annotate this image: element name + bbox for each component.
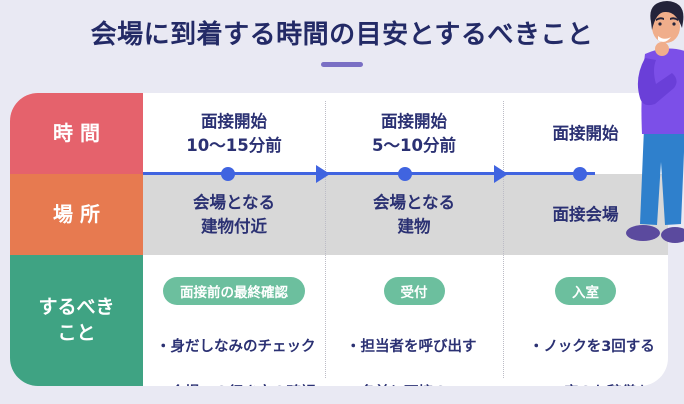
smile	[658, 36, 671, 42]
shoe	[626, 225, 660, 241]
row-time: 面接開始 10〜15分前 面接開始 5〜10分前 面接開始 時 間	[10, 93, 668, 174]
eye	[672, 22, 676, 26]
hair	[650, 1, 684, 30]
todo-item: ・身だしなみのチェック	[156, 339, 316, 355]
timeline-line	[143, 172, 595, 175]
timeline-dot	[398, 167, 412, 181]
todo-column-1: 面接前の最終確認 ・身だしなみのチェック ・会場への行き方の確認 ・想定回答の見…	[143, 255, 325, 386]
time-cell-1: 面接開始 10〜15分前	[186, 111, 282, 155]
hand	[655, 42, 669, 56]
todo-item: ・名前と面接の 開始時刻を申し出る	[346, 382, 503, 386]
schedule-card: 面接開始 10〜15分前 面接開始 5〜10分前 面接開始 時 間 会場となる …	[10, 93, 668, 386]
place-cell-1: 会場となる 建物付近	[192, 192, 275, 236]
todo-item: ・30度のお辞儀をして 椅子の横に立つ	[529, 382, 668, 386]
timeline-arrow-icon	[316, 165, 330, 183]
todo-list: ・ノックを3回する ・30度のお辞儀をして 椅子の横に立つ	[503, 313, 668, 386]
row-header-todo: するべき こと	[10, 255, 143, 386]
thinking-person-illustration	[626, 1, 684, 243]
eye	[658, 22, 662, 26]
todo-badge-reception: 受付	[383, 277, 445, 305]
todo-item: ・会場への行き方の確認	[156, 382, 325, 386]
row-place: 会場となる 建物付近 会場となる 建物 面接会場 場 所	[10, 174, 668, 255]
column-separator	[503, 101, 504, 378]
column-separator	[325, 101, 326, 378]
brow	[656, 17, 664, 21]
timeline-arrow-icon	[494, 165, 508, 183]
row-header-place: 場 所	[10, 174, 143, 255]
jeans	[640, 128, 684, 225]
timeline-dot	[573, 167, 587, 181]
time-cell-3: 面接開始	[552, 123, 619, 143]
todo-item: ・ノックを3回する	[529, 339, 655, 355]
row-todo: 面接前の最終確認 ・身だしなみのチェック ・会場への行き方の確認 ・想定回答の見…	[10, 255, 668, 386]
todo-column-2: 受付 ・担当者を呼び出す ・名前と面接の 開始時刻を申し出る	[325, 255, 503, 386]
arm	[637, 58, 677, 106]
todo-item: ・担当者を呼び出す	[346, 339, 477, 355]
title-accent-dash	[321, 62, 363, 67]
shoe	[661, 227, 684, 243]
todo-badge-final-check: 面接前の最終確認	[163, 277, 305, 305]
page-title: 会場に到着する時間の目安とするべきこと	[90, 20, 594, 50]
brow	[670, 17, 678, 21]
time-cell-2: 面接開始 5〜10分前	[372, 111, 456, 155]
place-cell-3: 面接会場	[552, 204, 619, 224]
todo-list: ・身だしなみのチェック ・会場への行き方の確認 ・想定回答の見直し	[143, 313, 325, 386]
row-header-time: 時 間	[10, 93, 143, 174]
todo-column-3: 入室 ・ノックを3回する ・30度のお辞儀をして 椅子の横に立つ	[503, 255, 668, 386]
todo-badge-entering-room: 入室	[555, 277, 616, 305]
timeline-dot	[221, 167, 235, 181]
todo-list: ・担当者を呼び出す ・名前と面接の 開始時刻を申し出る	[325, 313, 503, 386]
place-cell-2: 会場となる 建物	[372, 192, 455, 236]
